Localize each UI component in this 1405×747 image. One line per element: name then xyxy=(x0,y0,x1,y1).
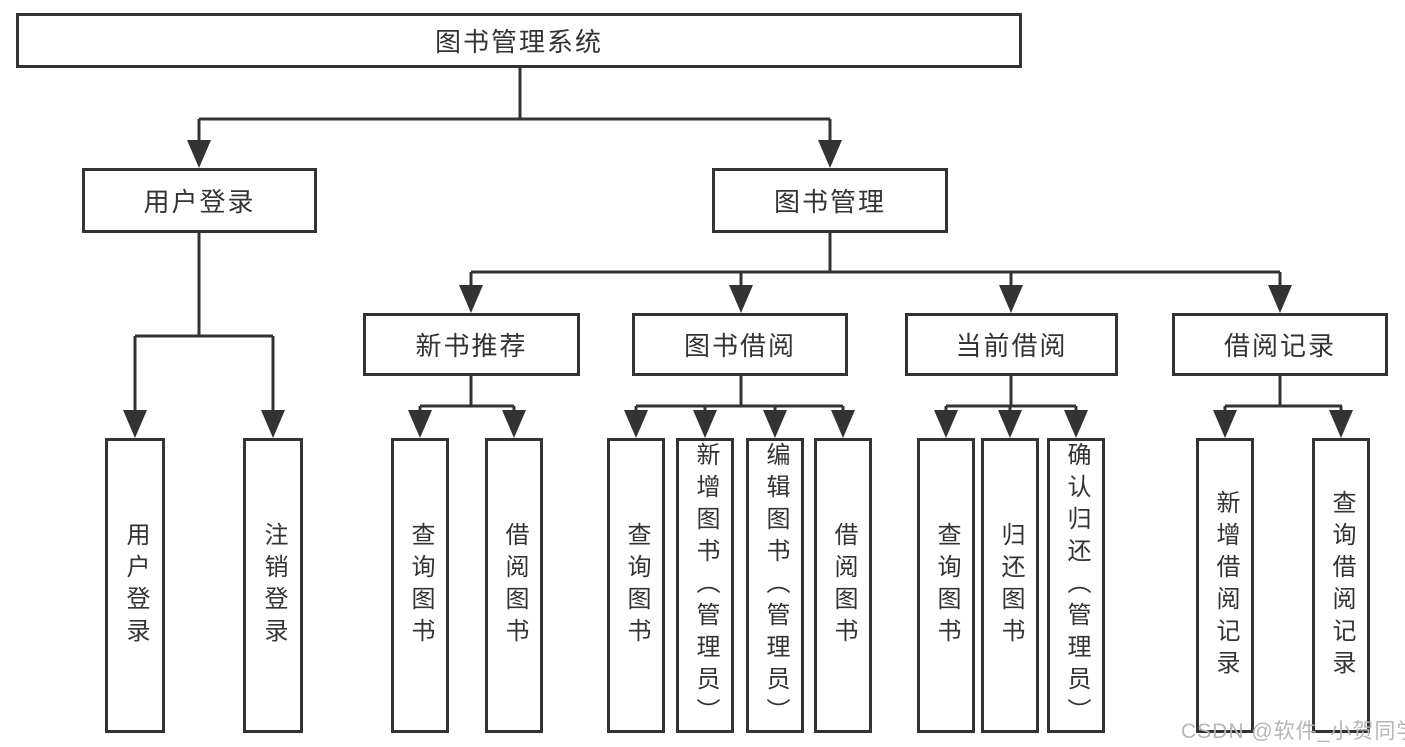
node-borrow-books-borrowing: 借阅图书 xyxy=(814,438,872,733)
node-borrowing-records: 借阅记录 xyxy=(1172,313,1388,376)
node-borrow-books-borrowing-label: 借阅图书 xyxy=(830,521,857,650)
node-query-borrow-record-label: 查询借阅记录 xyxy=(1328,489,1355,682)
node-new-book-recommend: 新书推荐 xyxy=(363,313,580,376)
node-new-book-recommend-label: 新书推荐 xyxy=(415,331,528,361)
node-user-login-leaf: 用户登录 xyxy=(105,438,165,733)
node-add-book-admin: 新增图书（管理员） xyxy=(676,438,734,733)
csdn-watermark: CSDN @软件_小贺同学 xyxy=(1181,720,1405,743)
node-return-books: 归还图书 xyxy=(981,438,1039,733)
node-add-borrow-record: 新增借阅记录 xyxy=(1196,438,1254,733)
node-book-borrowing: 图书借阅 xyxy=(632,313,848,376)
node-confirm-return-admin-label: 确认归还（管理员） xyxy=(1063,441,1090,730)
node-query-books-current-label: 查询图书 xyxy=(933,521,960,650)
node-user-login-leaf-label: 用户登录 xyxy=(122,521,149,650)
node-add-book-admin-label: 新增图书（管理员） xyxy=(692,441,719,730)
node-logout-leaf: 注销登录 xyxy=(243,438,303,733)
node-user-login-label: 用户登录 xyxy=(143,187,256,217)
node-book-management: 图书管理 xyxy=(712,168,948,233)
node-current-borrowing-label: 当前借阅 xyxy=(955,331,1068,361)
node-add-borrow-record-label: 新增借阅记录 xyxy=(1212,489,1239,682)
node-book-management-label: 图书管理 xyxy=(773,187,886,217)
node-query-books-current: 查询图书 xyxy=(917,438,975,733)
node-query-books-borrowing-label: 查询图书 xyxy=(623,521,650,650)
node-query-books-borrowing: 查询图书 xyxy=(607,438,665,733)
node-edit-book-admin: 编辑图书（管理员） xyxy=(746,438,804,733)
node-logout-leaf-label: 注销登录 xyxy=(260,521,287,650)
node-query-books-recommend-label: 查询图书 xyxy=(407,521,434,650)
node-borrow-books-recommend: 借阅图书 xyxy=(485,438,543,733)
node-confirm-return-admin: 确认归还（管理员） xyxy=(1047,438,1105,733)
node-edit-book-admin-label: 编辑图书（管理员） xyxy=(762,441,789,730)
node-system-root-label: 图书管理系统 xyxy=(434,27,603,57)
node-current-borrowing: 当前借阅 xyxy=(905,313,1118,376)
node-user-login: 用户登录 xyxy=(82,168,317,233)
node-borrow-books-recommend-label: 借阅图书 xyxy=(501,521,528,650)
node-system-root: 图书管理系统 xyxy=(16,13,1022,68)
node-query-borrow-record: 查询借阅记录 xyxy=(1312,438,1370,733)
node-borrowing-records-label: 借阅记录 xyxy=(1223,331,1336,361)
node-return-books-label: 归还图书 xyxy=(997,521,1024,650)
node-query-books-recommend: 查询图书 xyxy=(391,438,449,733)
node-book-borrowing-label: 图书借阅 xyxy=(683,331,796,361)
